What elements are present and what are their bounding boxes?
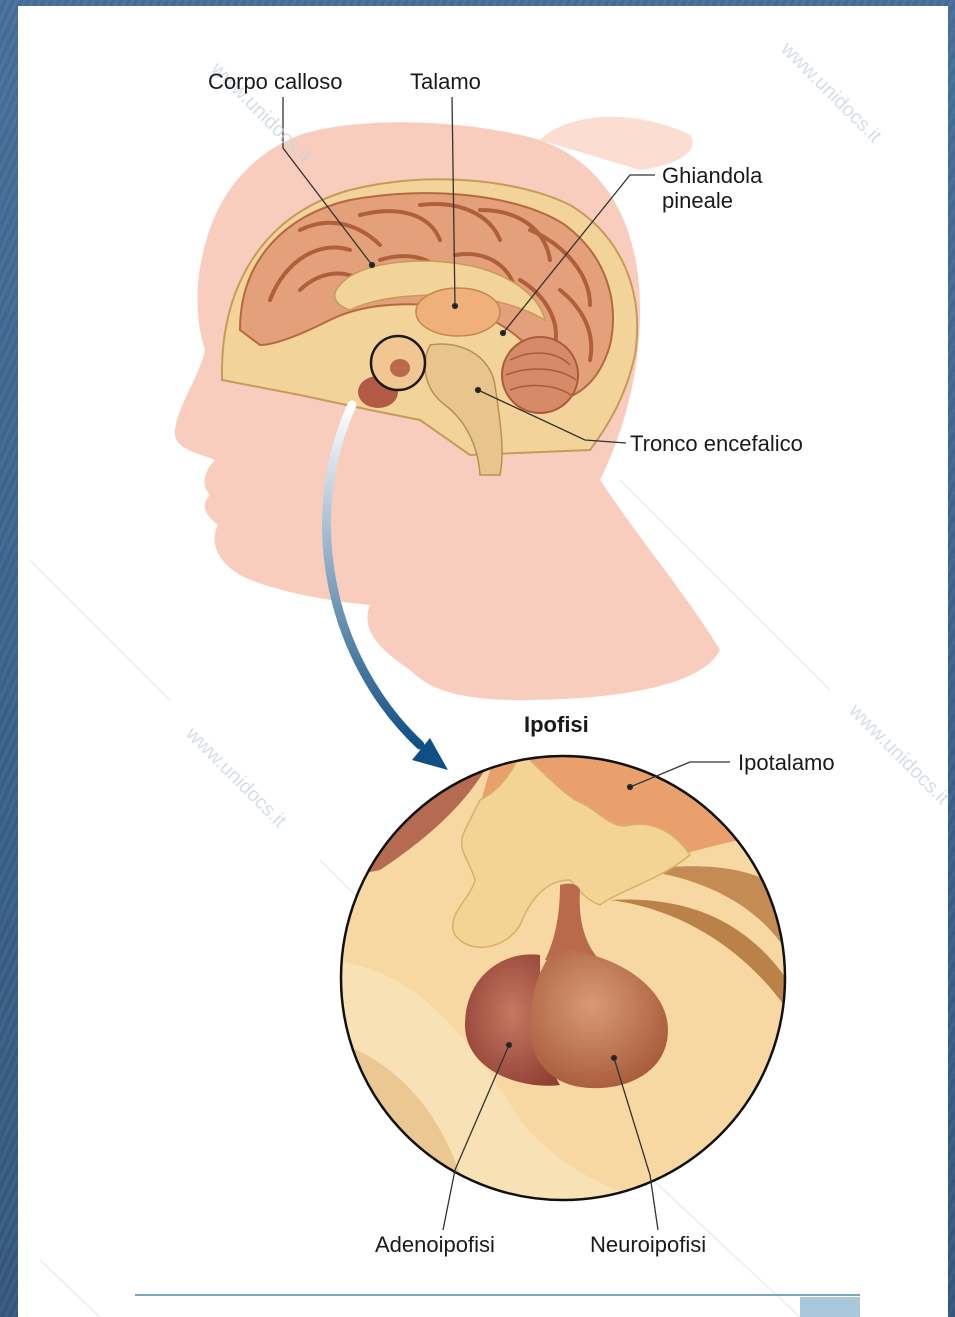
pituitary-magnifier: [371, 336, 425, 390]
label-talamo: Talamo: [410, 69, 481, 94]
label-corpo-calloso: Corpo calloso: [208, 69, 343, 94]
watermark-top-right: www.unidocs.it: [776, 37, 886, 147]
label-ghiandola-line2: pineale: [662, 188, 733, 213]
bottom-corner-block: [800, 1297, 860, 1317]
watermark-mid-right: www.unidocs.it: [844, 699, 954, 809]
label-ipotalamo: Ipotalamo: [738, 750, 835, 775]
watermark-mid-left: www.unidocs.it: [181, 722, 291, 832]
label-adenoipofisi: Adenoipofisi: [375, 1232, 495, 1257]
pituitary-enlarged: [330, 740, 800, 1210]
thalamus: [416, 288, 500, 336]
label-tronco-encefalico: Tronco encefalico: [630, 431, 803, 456]
label-neuroipofisi: Neuroipofisi: [590, 1232, 706, 1257]
label-ipofisi-title: Ipofisi: [524, 712, 589, 737]
cerebellum: [502, 337, 578, 413]
label-ghiandola-line1: Ghiandola: [662, 163, 763, 188]
